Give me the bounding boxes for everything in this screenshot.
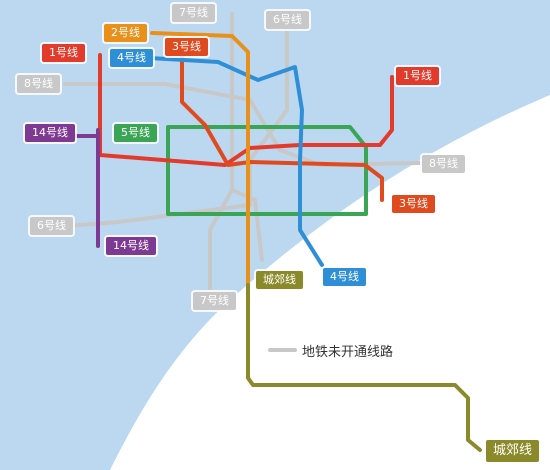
line8-east-label: 8号线 — [422, 155, 465, 173]
suburban-end-label: 城郊线 — [486, 440, 540, 462]
line4-north-label: 4号线 — [110, 49, 153, 67]
line1-east-label: 1号线 — [396, 67, 439, 85]
line4-south-label: 4号线 — [323, 268, 366, 286]
line2-label: 2号线 — [104, 24, 147, 42]
line7-south-label: 7号线 — [193, 292, 236, 310]
line1-route — [98, 53, 394, 167]
line7-branch-route — [230, 188, 264, 262]
line4-route — [148, 56, 324, 267]
legend-unopened-text: 地铁未开通线路 — [302, 345, 394, 360]
line3-south-label: 3号线 — [392, 195, 435, 213]
line14-north-label: 14号线 — [25, 124, 75, 142]
line5-label: 5号线 — [114, 124, 157, 142]
line7-north-label: 7号线 — [172, 4, 215, 22]
line3-north-label: 3号线 — [165, 38, 208, 56]
suburban-mid-label: 城郊线 — [256, 271, 303, 289]
line6-south-label: 6号线 — [30, 217, 73, 235]
line6-north-label: 6号线 — [266, 11, 309, 29]
suburban-route — [246, 283, 482, 452]
line8-west-label: 8号线 — [17, 75, 60, 93]
line5-route — [166, 125, 368, 216]
line1-west-label: 1号线 — [42, 44, 85, 62]
line14-south-label: 14号线 — [106, 237, 156, 255]
line3-route — [180, 55, 384, 202]
line2-route — [150, 31, 250, 287]
